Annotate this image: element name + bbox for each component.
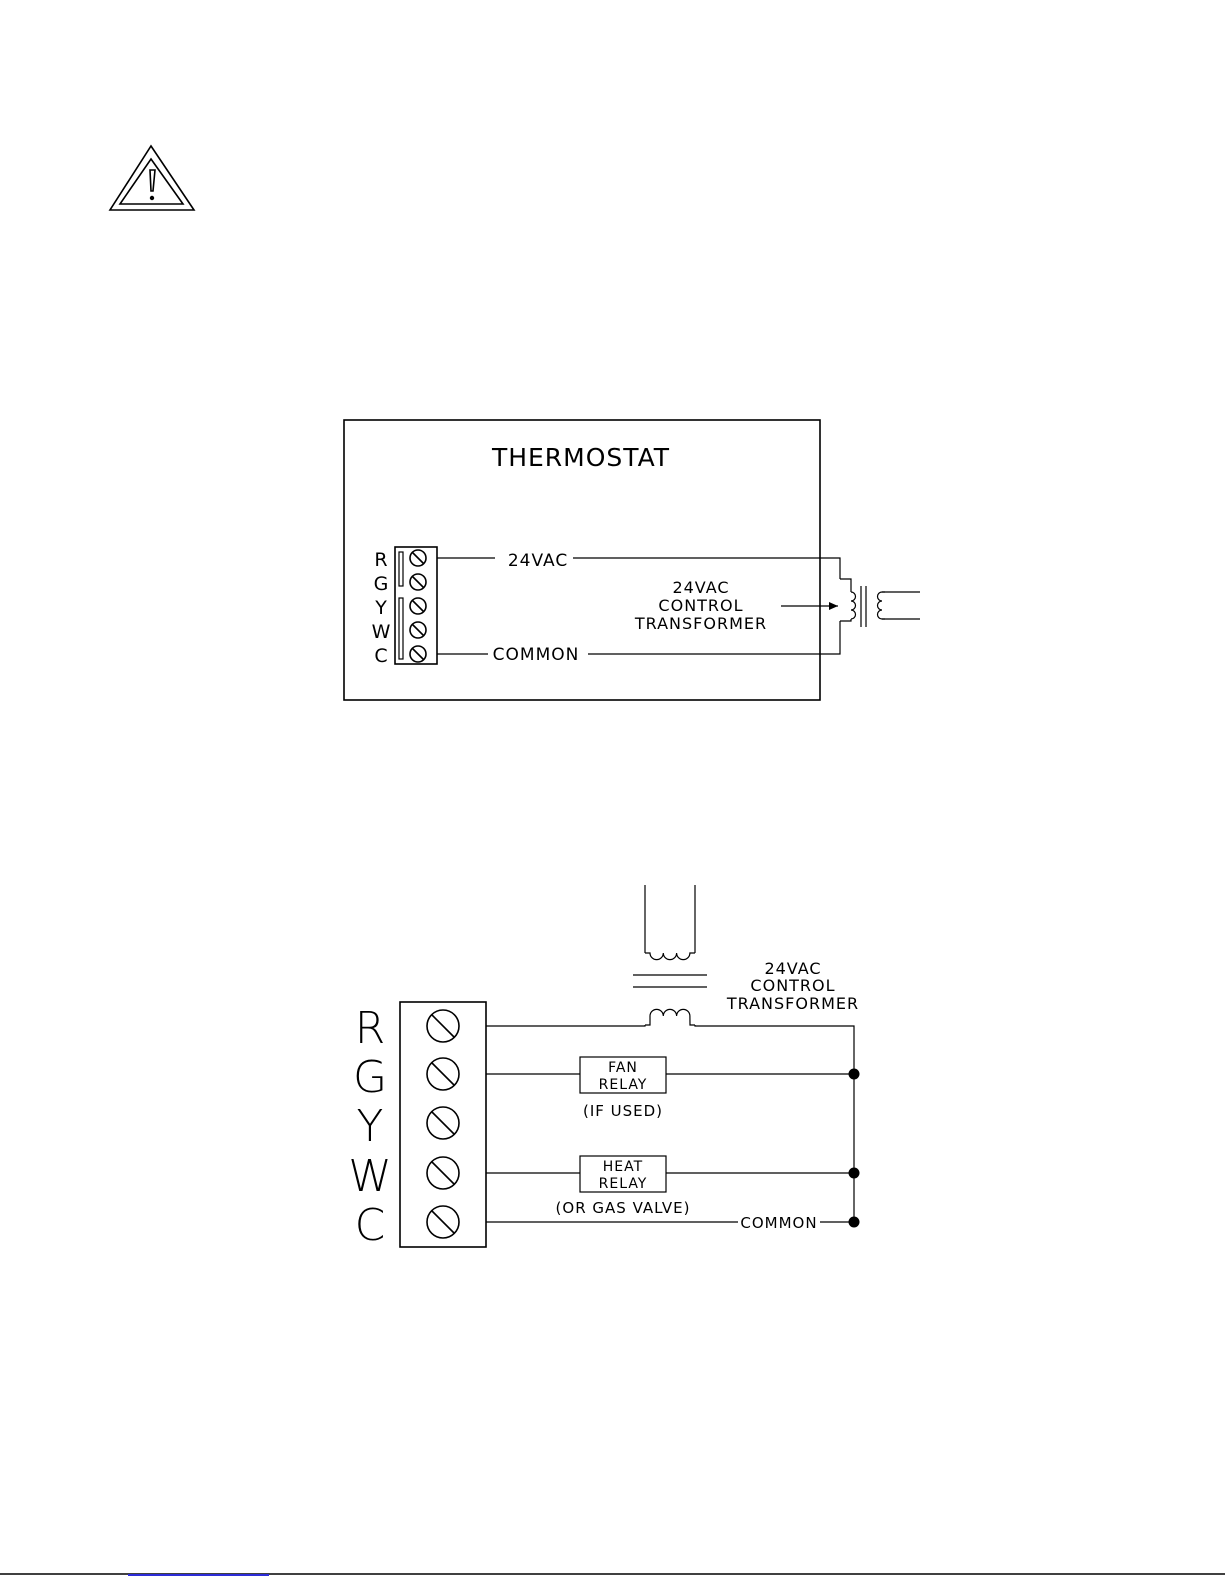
- terminal-label-large: R: [355, 1003, 386, 1054]
- fan-relay-note: (IF USED): [583, 1102, 663, 1120]
- terminal-label-large: G: [353, 1052, 387, 1103]
- wire-label-common: COMMON: [493, 645, 580, 665]
- heat-relay-label: RELAY: [599, 1176, 648, 1192]
- thermostat-title: THERMOSTAT: [491, 443, 670, 472]
- common-label: COMMON: [740, 1214, 817, 1232]
- transformer-label-line: TRANSFORMER: [634, 614, 767, 633]
- warning-icon: [110, 146, 194, 210]
- wire-label-24vac: 24VAC: [508, 551, 568, 571]
- heat-relay-label: HEAT: [603, 1159, 643, 1175]
- heat-relay-note: (OR GAS VALVE): [556, 1199, 691, 1217]
- diagram-thermostat-wiring: THERMOSTAT R G Y W C 24VAC COMMON: [344, 420, 920, 700]
- junction-dot: [849, 1069, 860, 1080]
- junction-dot: [849, 1168, 860, 1179]
- terminal-label: C: [374, 645, 387, 667]
- transformer-label-line: 24VAC: [672, 578, 729, 597]
- fan-relay-label: FAN: [608, 1060, 638, 1076]
- transformer-label-line: CONTROL: [750, 976, 835, 995]
- junction-dot: [849, 1217, 860, 1228]
- terminal-screws-large: [427, 1010, 459, 1238]
- fan-relay-label: RELAY: [599, 1077, 648, 1093]
- diagram-control-wiring: R G Y W C 24VAC CONTROL TRANSFORMER FAN …: [348, 885, 859, 1251]
- terminal-label: R: [374, 549, 387, 571]
- transformer-symbol-vertical: [633, 885, 707, 1025]
- terminal-label: G: [374, 573, 389, 595]
- terminal-block-large: [400, 1002, 486, 1247]
- terminal-label-large: W: [348, 1151, 392, 1202]
- transformer-symbol: [840, 579, 920, 627]
- terminal-label-large: Y: [357, 1101, 384, 1152]
- terminal-label: Y: [374, 597, 387, 619]
- terminal-screws: [410, 550, 426, 662]
- transformer-label-line: CONTROL: [658, 596, 743, 615]
- transformer-label-line: TRANSFORMER: [726, 994, 859, 1013]
- arrow-icon: [829, 602, 838, 610]
- terminal-label-large: C: [355, 1200, 386, 1251]
- terminal-label: W: [372, 621, 391, 643]
